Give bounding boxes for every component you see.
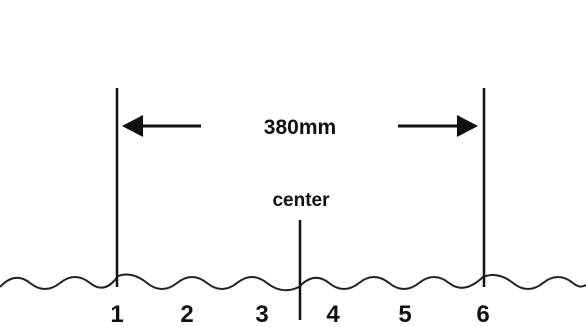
center-label: center (272, 190, 330, 211)
position-label-6: 6 (476, 301, 489, 327)
right-arrow-icon (398, 115, 478, 137)
position-label-3: 3 (255, 301, 268, 327)
position-label-2: 2 (180, 301, 193, 327)
position-label-5: 5 (398, 301, 411, 327)
position-label-1: 1 (110, 301, 123, 327)
dimension-label: 380mm (264, 116, 336, 139)
left-arrow-icon (122, 115, 201, 137)
position-label-4: 4 (326, 301, 340, 327)
wavy-line (0, 273, 586, 292)
